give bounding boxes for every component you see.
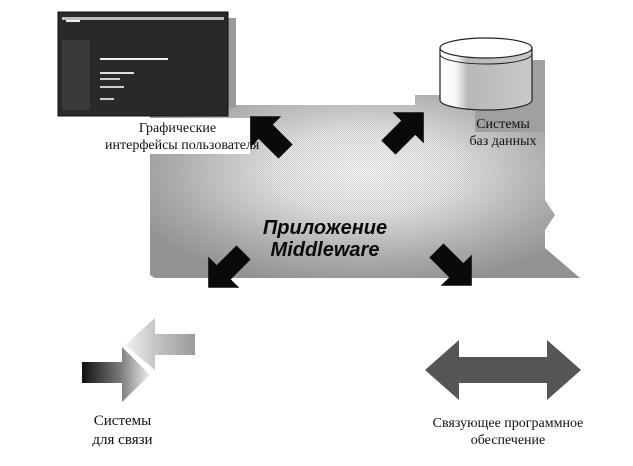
gui-label-backdrop	[100, 118, 250, 154]
db-label-line2: баз данных	[469, 134, 537, 149]
gui-label-line1: Графические	[138, 121, 217, 136]
gui-label: Графические интерфейсы пользователя	[105, 120, 260, 154]
arrow-to-connective	[429, 243, 472, 286]
db-label: Системы баз данных	[458, 116, 548, 150]
middleware-title-line2: Middleware	[270, 239, 380, 261]
arrow-to-gui	[250, 116, 293, 159]
platform-cutout-top	[235, 0, 415, 105]
db-label-line1: Системы	[476, 117, 530, 132]
comm-label-line1: Системы	[93, 413, 152, 429]
database-cylinder-icon	[439, 37, 545, 132]
comm-label: Системы для связи	[70, 412, 175, 450]
connective-label-line1: Связующее программное	[432, 416, 584, 431]
opposing-arrows-icon	[82, 318, 195, 402]
middleware-title: Приложение Middleware	[230, 217, 420, 261]
gui-label-line2: интерфейсы пользователя	[105, 138, 260, 153]
double-headed-arrow-icon	[425, 340, 581, 400]
arrow-to-comm	[208, 245, 251, 288]
gui-screen-icon	[57, 11, 236, 117]
arrow-to-db	[381, 112, 424, 155]
connective-label: Связующее программное обеспечение	[408, 415, 608, 449]
connective-label-line2: обеспечение	[470, 433, 546, 448]
comm-label-line2: для связи	[92, 432, 153, 448]
middleware-title-line1: Приложение	[262, 217, 388, 239]
